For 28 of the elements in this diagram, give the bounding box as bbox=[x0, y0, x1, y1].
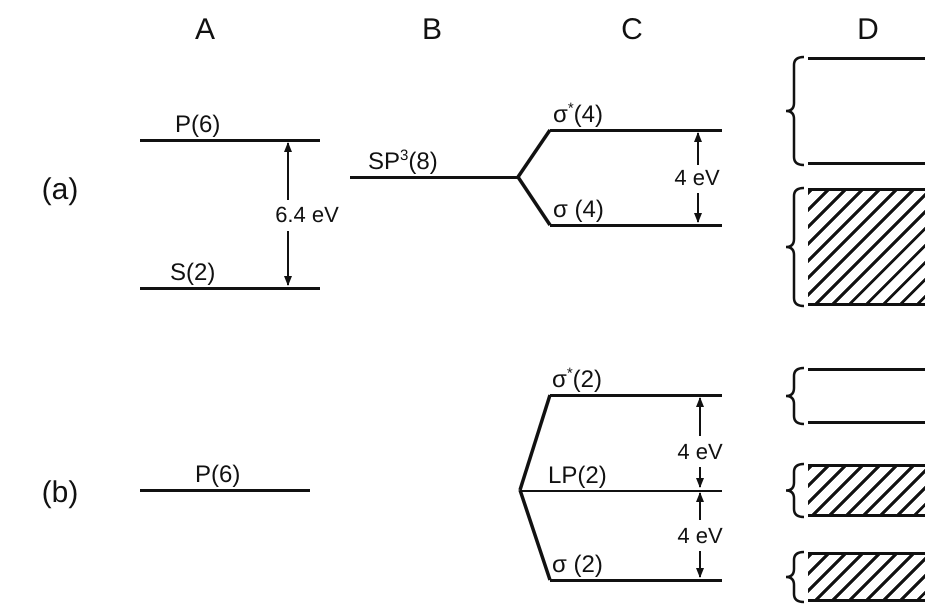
energy-gap-label: 4 eV bbox=[674, 167, 720, 189]
column-heading: C bbox=[621, 15, 643, 45]
empty-band bbox=[808, 57, 925, 165]
row-label: (b) bbox=[42, 478, 78, 508]
filled-band bbox=[808, 552, 925, 602]
connector-line bbox=[518, 394, 552, 491]
level-label: σ$^{*}$(2) bbox=[552, 366, 602, 392]
connector-line bbox=[518, 489, 552, 581]
column-heading: D bbox=[857, 15, 879, 45]
energy-gap-label: 4 eV bbox=[677, 441, 723, 463]
energy-gap-label: 6.4 eV bbox=[275, 204, 339, 226]
level-label: P(6) bbox=[175, 113, 220, 137]
connector-line bbox=[516, 176, 552, 226]
energy-gap-label: 4 eV bbox=[677, 525, 723, 547]
level-label: σ$^{*}$(4) bbox=[553, 101, 603, 127]
level-label: LP(2) bbox=[548, 464, 607, 488]
filled-band bbox=[808, 464, 925, 517]
level-label: σ (2) bbox=[552, 553, 603, 577]
level-label: P(6) bbox=[195, 463, 240, 487]
filled-band bbox=[808, 188, 925, 306]
column-heading: A bbox=[195, 15, 215, 45]
level-label: SP$^{3}$(8) bbox=[368, 148, 438, 174]
empty-band bbox=[808, 368, 925, 424]
level-label: S(2) bbox=[170, 261, 216, 285]
column-heading: B bbox=[422, 15, 442, 45]
row-label: (a) bbox=[42, 175, 78, 205]
level-label: σ (4) bbox=[553, 198, 604, 222]
connector-line bbox=[516, 129, 552, 178]
